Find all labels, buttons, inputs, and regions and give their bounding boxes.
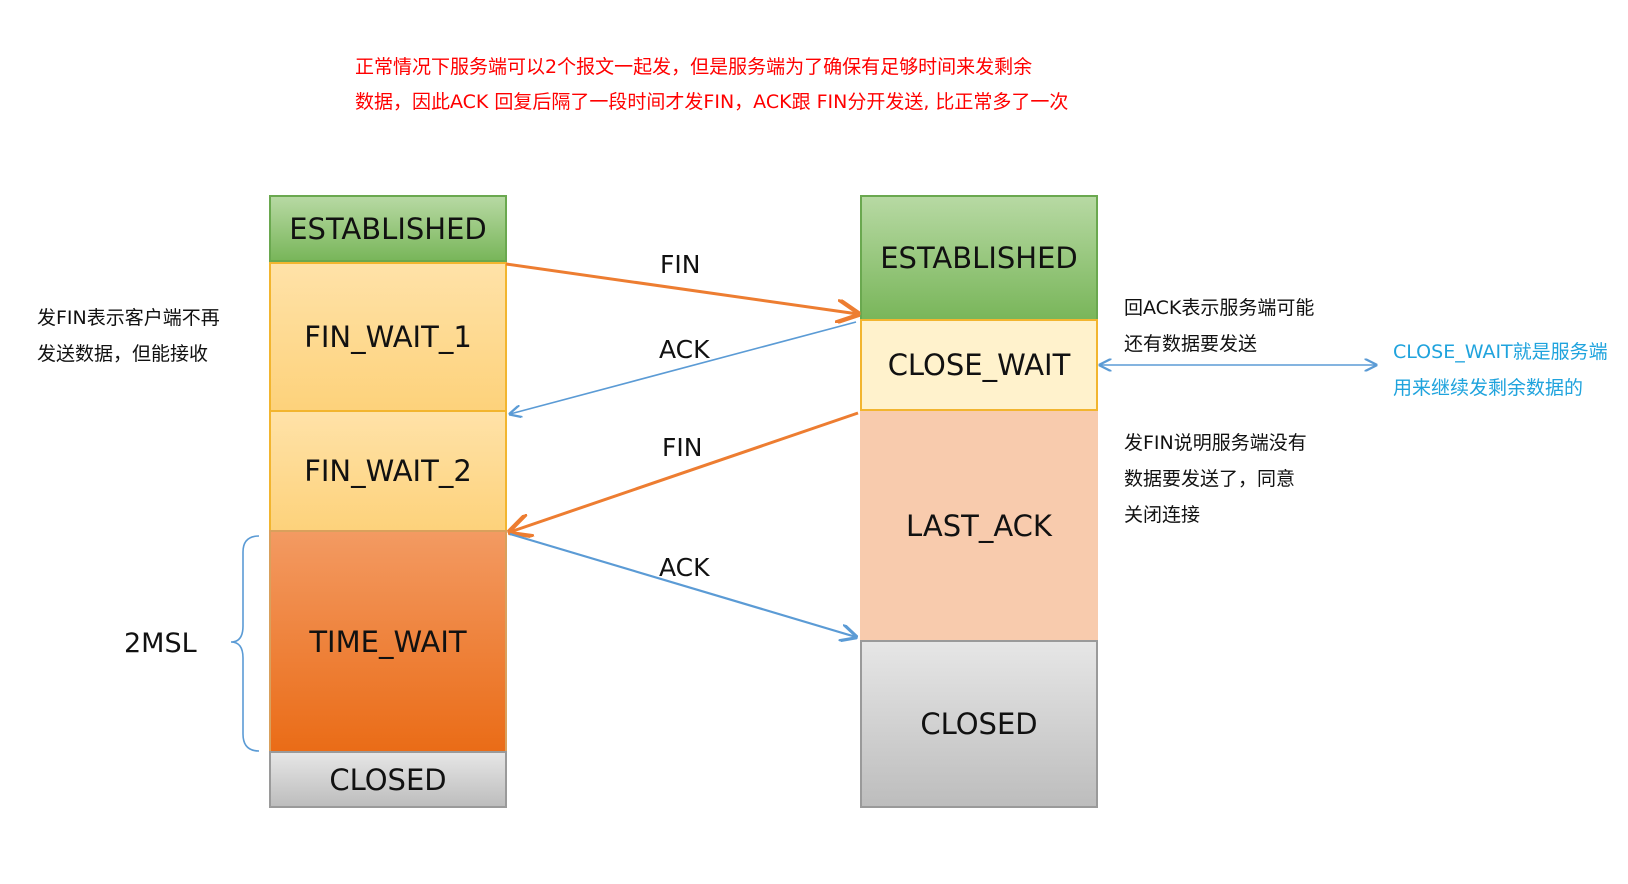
client-fin-wait-1-state: FIN_WAIT_1 <box>269 262 507 412</box>
ack-label-1: ACK <box>659 335 710 364</box>
server-fin-note-line-2: 数据要发送了，同意 <box>1124 468 1296 490</box>
fin-arrow-client-to-server <box>505 262 858 314</box>
client-fin-note-line-2: 发送数据，但能接收 <box>37 343 209 365</box>
client-established-state: ESTABLISHED <box>269 195 507 262</box>
ack-arrow-client-to-server <box>509 532 856 637</box>
top-note-line-1: 正常情况下服务端可以2个报文一起发，但是服务端为了确保有足够时间来发剩余 <box>355 56 1033 78</box>
fin-label-2: FIN <box>662 433 703 462</box>
top-note-line-2: 数据，因此ACK 回复后隔了一段时间才发FIN，ACK跟 FIN分开发送, 比正… <box>355 91 1069 113</box>
server-fin-note-line-3: 关闭连接 <box>1124 504 1201 526</box>
server-ack-note: 回ACK表示服务端可能 还有数据要发送 <box>1124 290 1314 362</box>
server-close-wait-state: CLOSE_WAIT <box>860 319 1098 411</box>
client-closed-state: CLOSED <box>269 751 507 808</box>
fin-label-1: FIN <box>660 250 701 279</box>
ack-arrow-server-to-client <box>510 321 857 414</box>
top-note: 正常情况下服务端可以2个报文一起发，但是服务端为了确保有足够时间来发剩余 数据，… <box>355 50 1115 120</box>
server-last-ack-state: LAST_ACK <box>860 411 1098 641</box>
close-wait-note-line-1: CLOSE_WAIT就是服务端 <box>1393 341 1608 363</box>
close-wait-note: CLOSE_WAIT就是服务端 用来继续发剩余数据的 <box>1393 334 1608 406</box>
two-msl-brace-icon <box>230 535 260 752</box>
client-fin-note: 发FIN表示客户端不再 发送数据，但能接收 <box>37 300 220 372</box>
two-msl-label: 2MSL <box>124 628 197 659</box>
server-ack-note-line-2: 还有数据要发送 <box>1124 333 1258 355</box>
server-fin-note-line-1: 发FIN说明服务端没有 <box>1124 432 1307 454</box>
client-fin-note-line-1: 发FIN表示客户端不再 <box>37 307 220 329</box>
ack-label-2: ACK <box>659 553 710 582</box>
server-fin-note: 发FIN说明服务端没有 数据要发送了，同意 关闭连接 <box>1124 425 1307 533</box>
server-ack-note-line-1: 回ACK表示服务端可能 <box>1124 297 1315 319</box>
server-closed-state: CLOSED <box>860 640 1098 808</box>
fin-arrow-server-to-client <box>510 411 859 532</box>
close-wait-note-line-2: 用来继续发剩余数据的 <box>1393 377 1584 399</box>
client-time-wait-state: TIME_WAIT <box>269 530 507 753</box>
server-established-state: ESTABLISHED <box>860 195 1098 321</box>
